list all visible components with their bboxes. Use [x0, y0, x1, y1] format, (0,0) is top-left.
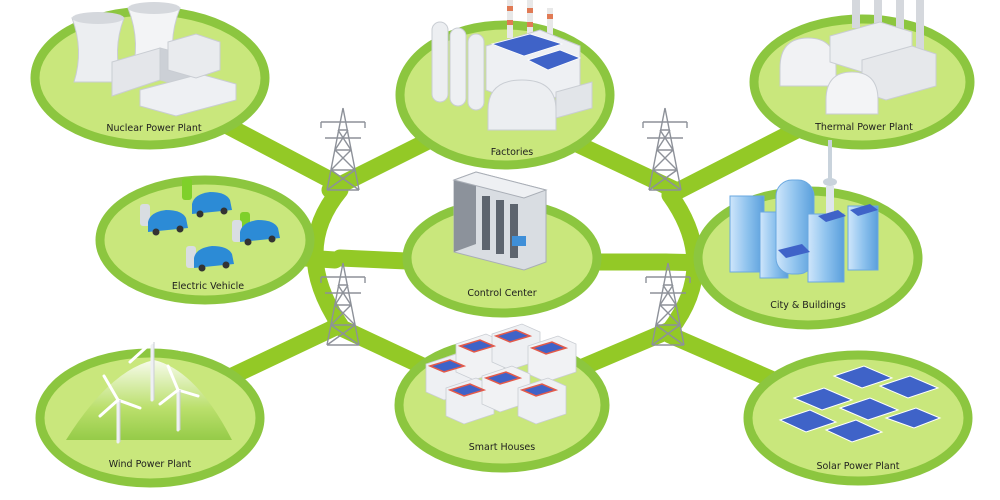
transmission-tower-icon: [320, 107, 366, 191]
transmission-tower-icon: [320, 262, 366, 346]
label-wind: Wind Power Plant: [109, 459, 192, 470]
label-solar: Solar Power Plant: [817, 461, 900, 472]
transmission-tower-icon: [642, 107, 688, 191]
label-thermal: Thermal Power Plant: [814, 122, 913, 133]
node-labels: Nuclear Power Plant Factories Thermal Po…: [106, 122, 913, 472]
thermal-plant-icon: [779, 0, 937, 115]
label-ev: Electric Vehicle: [172, 281, 244, 292]
wind-turbine-icon: [66, 308, 232, 444]
disc-ev: [95, 175, 315, 305]
label-city: City & Buildings: [770, 300, 846, 311]
label-factories: Factories: [491, 147, 534, 158]
label-houses: Smart Houses: [469, 442, 536, 453]
control-center-icon: [452, 171, 548, 271]
center-ring: [306, 181, 349, 334]
smart-houses-icon: [425, 323, 577, 425]
label-nuclear: Nuclear Power Plant: [106, 123, 202, 134]
nuclear-plant-icon: [71, 2, 237, 117]
factory-icon: [431, 0, 593, 131]
city-buildings-icon: [729, 140, 879, 283]
label-control: Control Center: [467, 288, 536, 299]
transmission-tower-icon: [645, 262, 691, 346]
solar-panel-icon: [778, 365, 942, 443]
electric-vehicle-icon: [140, 178, 280, 272]
